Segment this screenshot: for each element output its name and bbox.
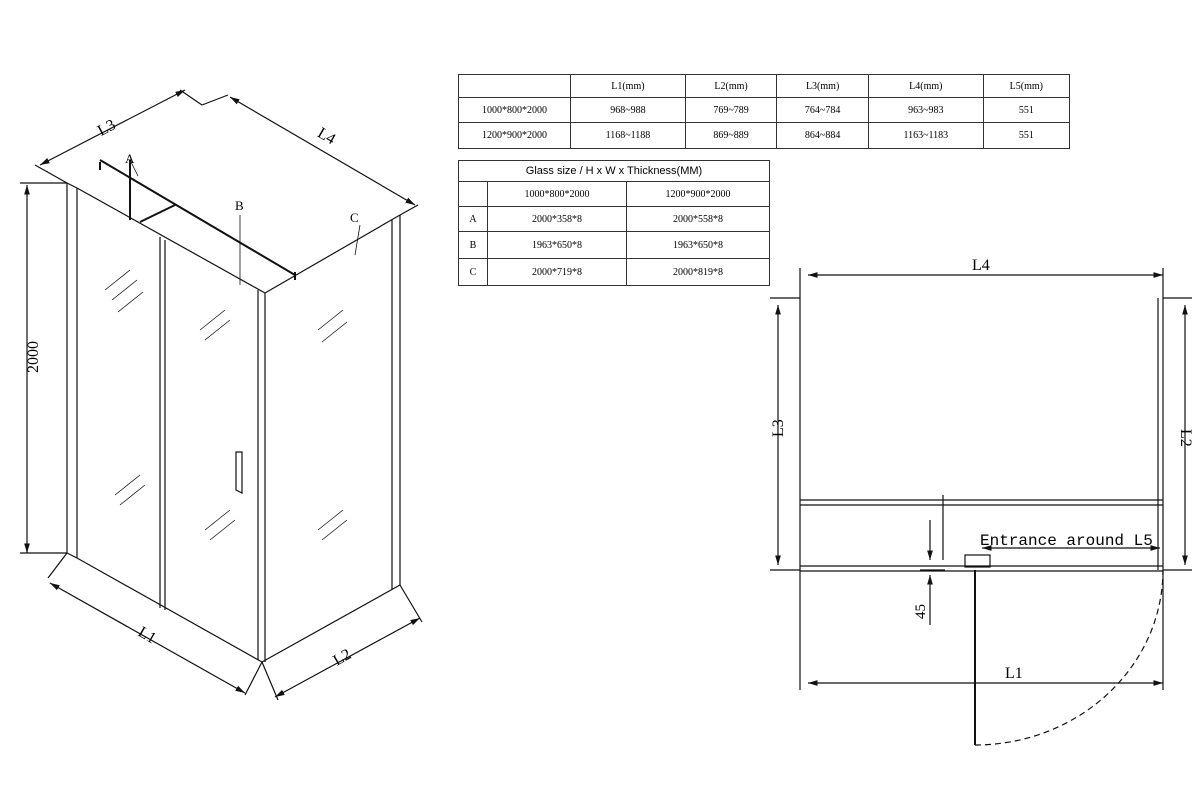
dimension-label-l1: L1 (1005, 665, 1023, 682)
door-handle-icon (235, 451, 243, 494)
table-cell: 1963*650*8 (487, 231, 627, 259)
table-cell: 2000*819*8 (626, 258, 770, 286)
entrance-label: Entrance around L5 (980, 532, 1153, 550)
table-cell: 1200*900*2000 (458, 122, 571, 149)
table-cell: C (458, 258, 488, 286)
glass-size-table: Glass size / H x W x Thickness(MM) 1000*… (458, 160, 770, 286)
table-cell: 764~784 (776, 97, 869, 123)
table-cell: 1163~1183 (867, 122, 984, 149)
table-cell: B (458, 231, 488, 259)
dimension-label-l4: L4 (314, 125, 338, 149)
table-cell: 551 (982, 97, 1071, 123)
table-row: C 2000*719*8 2000*819*8 (458, 258, 770, 286)
table-row: B 1963*650*8 1963*650*8 (458, 231, 770, 259)
table-cell: 869~889 (684, 122, 778, 149)
table-cell: 1168~1188 (570, 122, 686, 149)
table-cell: 1963*650*8 (626, 231, 770, 259)
dimension-label-l3: L3 (770, 419, 787, 437)
table-row: A 2000*358*8 2000*558*8 (458, 206, 770, 232)
panel-label-b: B (235, 198, 244, 213)
table-row: 1200*900*2000 1168~1188 869~889 864~884 … (458, 122, 1071, 149)
dimension-table: L1(mm) L2(mm) L3(mm) L4(mm) L5(mm) 1000*… (458, 74, 1071, 149)
header-cell: L4(mm) (867, 74, 984, 98)
header-cell: L3(mm) (776, 74, 869, 98)
dimension-label-l1: L1 (135, 624, 159, 648)
header-cell: L5(mm) (982, 74, 1071, 98)
plan-view: L4 L3 L2 L1 Entrance around L5 45 (770, 257, 1194, 746)
table-cell: 551 (982, 122, 1071, 149)
dimension-label-l4: L4 (972, 257, 990, 274)
panel-label-a: A (125, 151, 135, 166)
dimension-label-height: 2000 (25, 341, 42, 373)
isometric-view: L3 L4 2000 L1 L2 A B C (20, 89, 423, 701)
table-title: Glass size / H x W x Thickness(MM) (458, 160, 770, 182)
table-cell: 2000*719*8 (487, 258, 627, 286)
dimension-label-l2: L2 (330, 646, 354, 670)
table-cell: 1000*800*2000 (458, 97, 571, 123)
table-cell: 968~988 (570, 97, 686, 123)
dimension-label-l2: L2 (1177, 429, 1194, 447)
panel-label-c: C (350, 210, 359, 225)
offset-label: 45 (913, 604, 929, 619)
dimension-label-l3: L3 (95, 116, 119, 139)
